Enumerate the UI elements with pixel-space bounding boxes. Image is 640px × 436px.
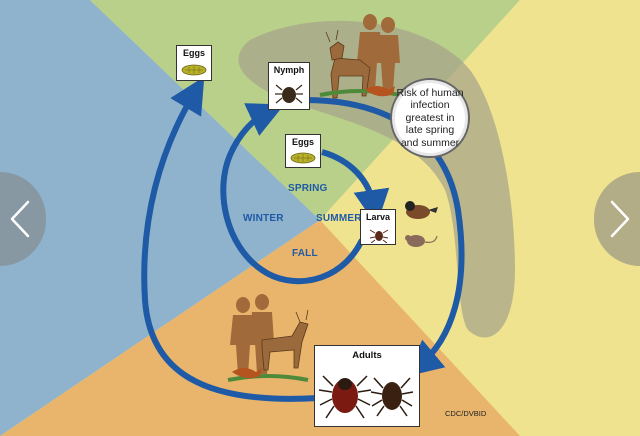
mouse-icon: [405, 235, 438, 247]
stage-box-eggs-top: Eggs: [176, 45, 212, 81]
winter-region: [0, 0, 320, 436]
deer-top: [325, 29, 371, 99]
next-slide-button[interactable]: [594, 172, 640, 266]
stage-label-nymph: Nymph: [273, 65, 305, 75]
adult-female-tick-icon: [318, 375, 372, 419]
arrow-larva-to-nymph: [220, 103, 365, 285]
eggs-icon: [181, 64, 207, 76]
chevron-left-icon: [10, 200, 30, 238]
bird-icon: [405, 201, 438, 219]
adult-ticks-icon: [318, 375, 414, 419]
fox-top: [365, 86, 395, 97]
season-label-winter: WINTER: [243, 213, 284, 224]
arrow-adults-to-eggs: [141, 76, 319, 402]
nymph-tick-icon: [275, 84, 303, 104]
stage-label-adults: Adults: [352, 350, 382, 361]
stage-label-eggs-top: Eggs: [182, 48, 205, 58]
season-label-spring: SPRING: [288, 183, 328, 194]
stage-label-eggs-center: Eggs: [291, 137, 314, 147]
prev-slide-button[interactable]: [0, 172, 46, 266]
stage-box-larva: Larva: [360, 209, 396, 245]
grass-bottom: [227, 374, 309, 382]
stage-box-nymph: Nymph: [268, 62, 310, 110]
chevron-right-icon: [610, 200, 630, 238]
stage-box-eggs-center: Eggs: [285, 134, 321, 168]
image-credit: CDC/DVBID: [445, 409, 487, 418]
stage-label-larva: Larva: [365, 212, 391, 222]
season-label-summer: SUMMER: [316, 213, 362, 224]
eggs-icon: [290, 152, 316, 164]
arrow-nymph-to-adults: [304, 97, 465, 377]
risk-note-text: Risk of human infection greatest in late…: [396, 86, 464, 149]
arrow-eggs-to-larva: [321, 149, 390, 226]
larva-tick-icon: [369, 229, 389, 243]
risk-note-callout: Risk of human infection greatest in late…: [390, 78, 470, 158]
season-label-fall: FALL: [292, 248, 318, 259]
fox-bottom: [232, 368, 262, 379]
deer-bottom: [261, 309, 309, 371]
adult-male-tick-icon: [370, 377, 414, 417]
stage-box-adults: Adults: [314, 345, 420, 427]
humans-silhouette-top: [357, 14, 400, 91]
